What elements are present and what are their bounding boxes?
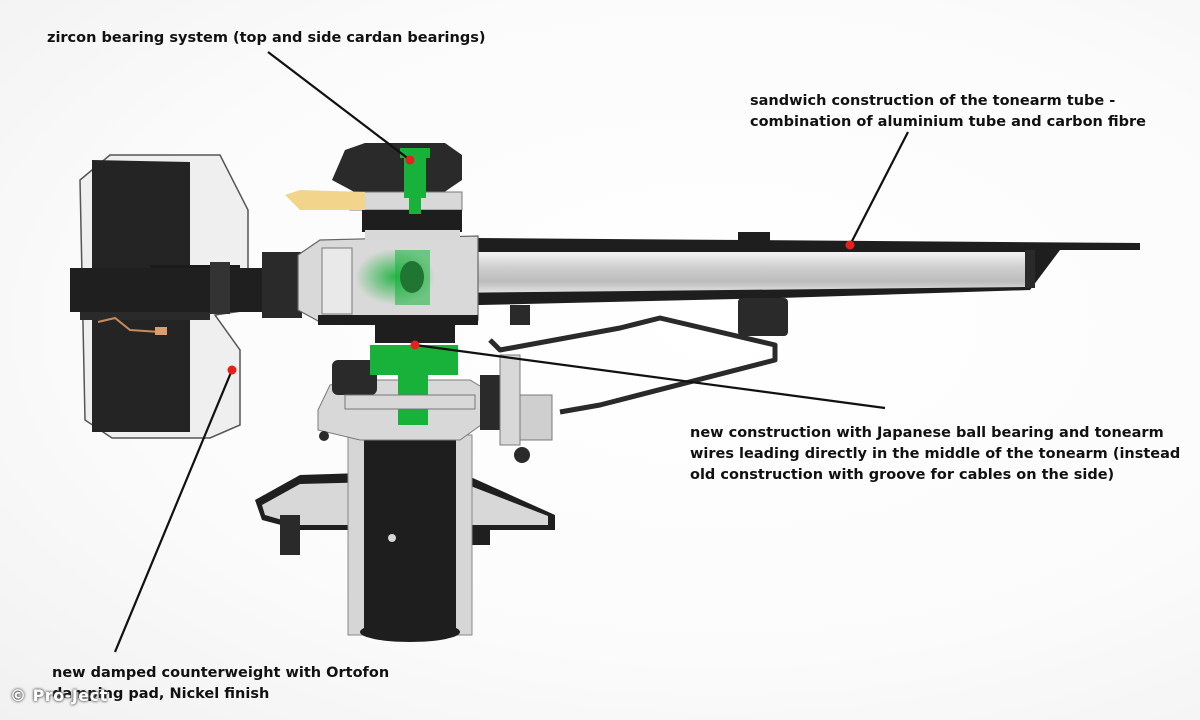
annotation-line: combination of aluminium tube and carbon… <box>750 114 1147 130</box>
marker-zircon <box>405 155 415 165</box>
annotation-line: wires leading directly in the middle of … <box>690 446 1181 462</box>
annotation-markers <box>227 155 855 375</box>
annotation-line: new construction with Japanese ball bear… <box>690 425 1164 441</box>
annotation-line: new damped counterweight with Ortofon <box>52 665 390 681</box>
annotation-line: damping pad, Nickel finish <box>52 686 270 702</box>
pivot-housing <box>297 235 479 325</box>
copyright-watermark: © Pro-Ject <box>10 686 108 705</box>
annotation-line: sandwich construction of the tonearm tub… <box>750 93 1116 109</box>
zircon-top-bearing <box>400 148 430 214</box>
pillar-column <box>347 434 473 642</box>
leader-lines <box>113 51 909 653</box>
arm-lift-rod <box>488 315 778 415</box>
marker-tube <box>845 240 855 250</box>
annotation-line: zircon bearing system (top and side card… <box>47 30 486 46</box>
counterweight-stub <box>70 252 320 318</box>
annotation-counterweight: new damped counterweight with Ortofon da… <box>52 663 389 705</box>
annotation-ball-bearing: new construction with Japanese ball bear… <box>690 423 1180 486</box>
lower-bearing-cups <box>344 325 476 425</box>
marker-counterweight <box>227 365 237 375</box>
annotation-tonearm-tube: sandwich construction of the tonearm tub… <box>750 91 1146 133</box>
top-bearing-cap <box>285 143 463 240</box>
tonearm-tube <box>318 232 1140 336</box>
marker-bearing <box>410 340 420 350</box>
annotation-zircon-bearing: zircon bearing system (top and side card… <box>47 28 485 49</box>
annotation-line: old construction with groove for cables … <box>690 467 1115 483</box>
